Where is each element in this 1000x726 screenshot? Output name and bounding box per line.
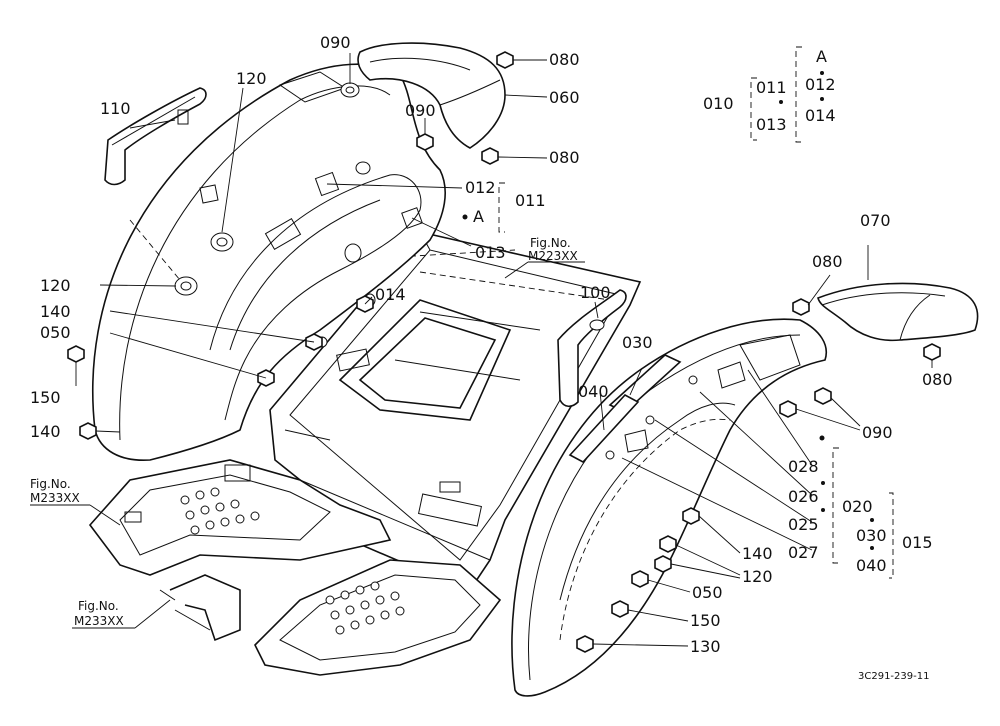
label-070: 070 — [860, 211, 891, 230]
plate-holes-front — [325, 581, 405, 635]
set-tree-top-right: 010 011 013 A 012 014 — [703, 47, 836, 134]
fig-ref-left-code: M233XX — [30, 491, 80, 505]
label-100: 100 — [580, 283, 611, 302]
handle-100 — [557, 289, 627, 408]
label-014: 014 — [805, 106, 836, 125]
fig-ref-bottom-code: M233XX — [74, 614, 124, 628]
label-120-right: 120 — [742, 567, 773, 586]
connector-dots — [462, 71, 874, 550]
callout-labels: 090 080 060 120 110 090 080 012 011 A 01… — [30, 33, 953, 656]
label-012-left: 012 — [465, 178, 496, 197]
label-040: 040 — [856, 556, 887, 575]
label-050-left: 050 — [40, 323, 71, 342]
drawing-code: 3C291-239-11 — [858, 671, 929, 682]
set-brackets — [498, 46, 894, 579]
top-cover-060 — [357, 42, 506, 149]
step-plate-left — [88, 459, 392, 576]
label-140-left: 140 — [40, 302, 71, 321]
label-150-left: 150 — [30, 388, 61, 407]
label-027: 027 — [788, 543, 819, 562]
platform-frame — [269, 231, 642, 591]
label-011: 011 — [756, 78, 787, 97]
label-080-right-top: 080 — [812, 252, 843, 271]
label-060: 060 — [549, 88, 580, 107]
step-plate-front — [159, 559, 502, 676]
label-080-top: 080 — [549, 50, 580, 69]
label-012: 012 — [805, 75, 836, 94]
label-080-right: 080 — [922, 370, 953, 389]
label-150-right: 150 — [690, 611, 721, 630]
handle-110 — [104, 87, 207, 186]
label-030: 030 — [856, 526, 887, 545]
label-ref-a-left: A — [473, 207, 484, 226]
right-fender — [511, 318, 827, 697]
fig-ref-top-label: Fig.No. — [530, 236, 571, 250]
label-011-left: 011 — [515, 191, 546, 210]
label-090-mid: 090 — [405, 101, 436, 120]
label-026: 026 — [788, 487, 819, 506]
label-120-left: 120 — [40, 276, 71, 295]
top-cover-070 — [817, 282, 979, 342]
label-110: 110 — [100, 99, 131, 118]
label-140-right: 140 — [742, 544, 773, 563]
label-040-decal: 040 — [578, 382, 609, 401]
set-right: 020 030 040 015 — [842, 497, 933, 575]
figure-references: Fig.No. M223XX Fig.No. M233XX Fig.No. M2… — [30, 236, 578, 628]
fasteners — [67, 51, 941, 653]
plate-holes — [180, 487, 260, 535]
label-120-top: 120 — [236, 69, 267, 88]
label-010: 010 — [703, 94, 734, 113]
label-020: 020 — [842, 497, 873, 516]
label-013-left: 013 — [475, 243, 506, 262]
label-014-left: 014 — [375, 285, 406, 304]
label-080-mid: 080 — [549, 148, 580, 167]
label-ref-a: A — [816, 47, 827, 66]
label-140-lower: 140 — [30, 422, 61, 441]
label-050-right: 050 — [692, 583, 723, 602]
leader-lines — [30, 53, 933, 647]
fig-ref-top-code: M223XX — [528, 249, 578, 263]
label-090-top: 090 — [320, 33, 351, 52]
label-090-right: 090 — [862, 423, 893, 442]
label-013: 013 — [756, 115, 787, 134]
label-030-decal: 030 — [622, 333, 653, 352]
label-028: 028 — [788, 457, 819, 476]
label-130: 130 — [690, 637, 721, 656]
fig-ref-bottom-label: Fig.No. — [78, 599, 119, 613]
label-025: 025 — [788, 515, 819, 534]
fig-ref-left-label: Fig.No. — [30, 477, 71, 491]
label-015: 015 — [902, 533, 933, 552]
